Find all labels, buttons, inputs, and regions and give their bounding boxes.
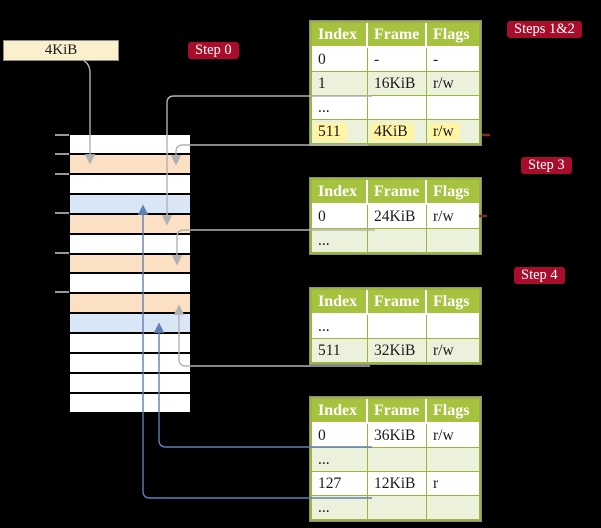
memory-row-8 bbox=[70, 274, 190, 295]
arrow-pt1-entry511-to-frame bbox=[170, 144, 368, 166]
table-row: 127 12KiB r bbox=[312, 472, 479, 496]
cell-index: ... bbox=[312, 448, 368, 472]
col-header-index: Index bbox=[312, 290, 368, 315]
cell-frame: 12KiB bbox=[368, 472, 427, 496]
table-row: 1 16KiB r/w bbox=[312, 72, 479, 96]
tick-mark bbox=[55, 153, 69, 155]
page-table-2: Index Frame Flags 0 24KiB r/w ... bbox=[309, 177, 482, 255]
col-header-frame: Frame bbox=[368, 23, 427, 48]
cell-flags: - bbox=[427, 48, 479, 72]
memory-row-11 bbox=[70, 334, 190, 355]
header-row: Index Frame Flags bbox=[312, 399, 479, 424]
memory-row-3 bbox=[70, 174, 190, 195]
memory-row-4 bbox=[70, 194, 190, 215]
memory-row-2 bbox=[70, 154, 190, 175]
cell-flags: r/w bbox=[427, 120, 479, 143]
header-row: Index Frame Flags bbox=[312, 23, 479, 48]
col-header-frame: Frame bbox=[368, 180, 427, 205]
cell-flags bbox=[427, 315, 479, 339]
cell-frame: 4KiB bbox=[368, 120, 427, 143]
table-row: ... bbox=[312, 496, 479, 519]
tick-mark bbox=[55, 173, 69, 175]
cell-frame: 24KiB bbox=[368, 205, 427, 229]
col-header-flags: Flags bbox=[427, 180, 479, 205]
memory-row-12 bbox=[70, 354, 190, 375]
header-row: Index Frame Flags bbox=[312, 290, 479, 315]
memory-row-10 bbox=[70, 314, 190, 335]
col-header-frame: Frame bbox=[368, 399, 427, 424]
cell-frame: - bbox=[368, 48, 427, 72]
table-row: 511 32KiB r/w bbox=[312, 339, 479, 362]
cell-flags bbox=[427, 496, 479, 519]
cell-frame bbox=[368, 496, 427, 519]
cell-flags: r/w bbox=[427, 339, 479, 362]
table-row: 0 36KiB r/w bbox=[312, 424, 479, 448]
col-header-flags: Flags bbox=[427, 290, 479, 315]
col-header-index: Index bbox=[312, 23, 368, 48]
tick-mark bbox=[55, 212, 69, 214]
table-row: ... bbox=[312, 448, 479, 472]
memory-row-9 bbox=[70, 294, 190, 315]
table-row: 0 - - bbox=[312, 48, 479, 72]
table-row: ... bbox=[312, 229, 479, 252]
table-row-highlighted: 511 4KiB r/w bbox=[312, 120, 479, 143]
cell-frame: 16KiB bbox=[368, 72, 427, 96]
cell-index: ... bbox=[312, 96, 368, 120]
cell-frame: 36KiB bbox=[368, 424, 427, 448]
cell-index: ... bbox=[312, 315, 368, 339]
header-row: Index Frame Flags bbox=[312, 180, 479, 205]
cell-index: 511 bbox=[312, 120, 368, 143]
table-row: 0 24KiB r/w bbox=[312, 205, 479, 229]
page-size-label: 4KiB bbox=[44, 42, 78, 58]
cell-index: 1 bbox=[312, 72, 368, 96]
cell-flags: r/w bbox=[427, 205, 479, 229]
col-header-flags: Flags bbox=[427, 23, 479, 48]
badge-step-3: Step 3 bbox=[521, 157, 572, 174]
page-table-3: Index Frame Flags ... 511 32KiB r/w bbox=[309, 287, 482, 365]
highlighted-value: r/w bbox=[429, 122, 460, 141]
badge-step-0: Step 0 bbox=[188, 42, 239, 59]
cell-flags: r bbox=[427, 472, 479, 496]
tick-mark bbox=[55, 134, 69, 136]
cell-index: ... bbox=[312, 229, 368, 252]
cell-frame bbox=[368, 315, 427, 339]
cell-index: 0 bbox=[312, 48, 368, 72]
cell-frame bbox=[368, 448, 427, 472]
page-table-1: Index Frame Flags 0 - - 1 16KiB r/w ... … bbox=[309, 20, 482, 146]
tick-mark bbox=[55, 291, 69, 293]
cell-flags: r/w bbox=[427, 424, 479, 448]
badge-step-4: Step 4 bbox=[514, 267, 565, 284]
highlighted-value: 511 bbox=[314, 122, 347, 141]
cell-index: ... bbox=[312, 496, 368, 519]
cell-frame: 32KiB bbox=[368, 339, 427, 362]
col-header-index: Index bbox=[312, 399, 368, 424]
page-table-4: Index Frame Flags 0 36KiB r/w ... 127 12… bbox=[309, 396, 482, 522]
memory-row-1 bbox=[70, 135, 190, 155]
cell-frame bbox=[368, 96, 427, 120]
memory-row-6 bbox=[70, 234, 190, 255]
col-header-index: Index bbox=[312, 180, 368, 205]
cell-flags bbox=[427, 448, 479, 472]
cell-index: 127 bbox=[312, 472, 368, 496]
cell-index: 0 bbox=[312, 424, 368, 448]
cell-flags bbox=[427, 229, 479, 252]
cell-flags bbox=[427, 96, 479, 120]
col-header-frame: Frame bbox=[368, 290, 427, 315]
memory-row-13 bbox=[70, 374, 190, 394]
badge-steps-1-2: Steps 1&2 bbox=[507, 21, 582, 38]
page-size-box: 4KiB bbox=[3, 40, 119, 61]
table-row: ... bbox=[312, 96, 479, 120]
memory-row-7 bbox=[70, 254, 190, 275]
cell-index: 0 bbox=[312, 205, 368, 229]
table-row: ... bbox=[312, 315, 479, 339]
memory-row-5 bbox=[70, 214, 190, 235]
cell-flags: r/w bbox=[427, 72, 479, 96]
physical-memory-stack bbox=[70, 135, 190, 412]
tick-mark bbox=[55, 252, 69, 254]
cell-frame bbox=[368, 229, 427, 252]
cell-index: 511 bbox=[312, 339, 368, 362]
col-header-flags: Flags bbox=[427, 399, 479, 424]
memory-row-14 bbox=[70, 393, 190, 412]
highlighted-value: 4KiB bbox=[370, 122, 414, 141]
